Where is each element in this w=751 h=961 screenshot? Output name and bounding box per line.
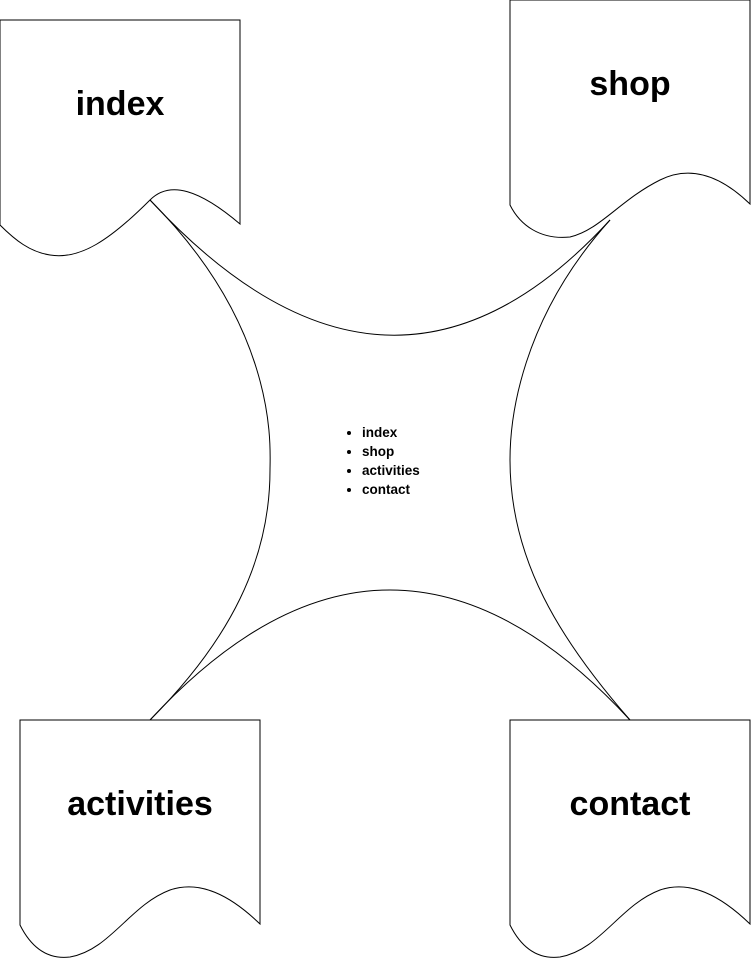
edge-index-contact <box>149 199 271 721</box>
edge-shop-contact <box>509 219 631 721</box>
list-item: index <box>362 423 420 442</box>
list-item: contact <box>362 480 420 499</box>
center-page-list: index shop activities contact <box>344 423 420 499</box>
list-item: shop <box>362 442 420 461</box>
document-shape-activities[interactable] <box>19 719 261 958</box>
node-label-shop: shop <box>589 65 671 103</box>
edge-activities-contact <box>149 589 631 721</box>
list-item: activities <box>362 461 420 480</box>
node-label-activities: activities <box>67 785 213 823</box>
document-shape-shop[interactable] <box>509 0 751 238</box>
document-shape-index[interactable] <box>0 19 241 257</box>
document-shape-contact[interactable] <box>509 719 751 958</box>
node-label-index: index <box>75 85 165 123</box>
edge-index-shop <box>149 199 611 336</box>
node-label-contact: contact <box>569 785 691 823</box>
